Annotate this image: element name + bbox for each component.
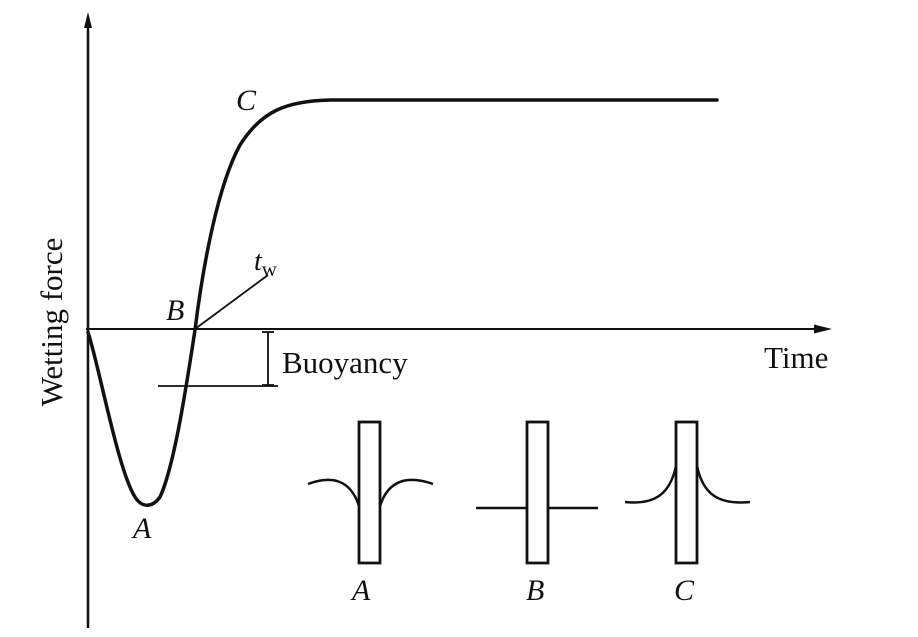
point-c-label: C: [236, 84, 257, 117]
meniscus-panel-c: C: [624, 420, 751, 607]
panel-b-label: B: [526, 574, 544, 607]
x-axis-arrowhead: [814, 324, 832, 334]
point-a-label: A: [131, 512, 152, 545]
panel-c-label: C: [674, 574, 695, 607]
meniscus-a-left: [307, 478, 361, 507]
panel-a-label: A: [350, 574, 371, 607]
meniscus-c-right: [695, 465, 751, 504]
tw-leader-line: [194, 274, 269, 330]
point-b-label: B: [166, 294, 184, 327]
tw-label: tw: [254, 246, 278, 281]
y-axis-arrowhead: [84, 12, 92, 28]
plate-a: [357, 420, 382, 565]
meniscus-a-right: [378, 478, 434, 507]
plate-b: [525, 420, 550, 565]
x-axis-title: Time: [764, 340, 828, 375]
meniscus-panel-a: A: [307, 420, 434, 607]
buoyancy-label: Buoyancy: [282, 345, 408, 380]
y-axis-title: Wetting force: [34, 238, 69, 407]
plate-c: [674, 420, 699, 565]
wetting-curve: [86, 98, 719, 507]
meniscus-panel-b: B: [476, 420, 598, 607]
meniscus-c-left: [624, 465, 678, 504]
